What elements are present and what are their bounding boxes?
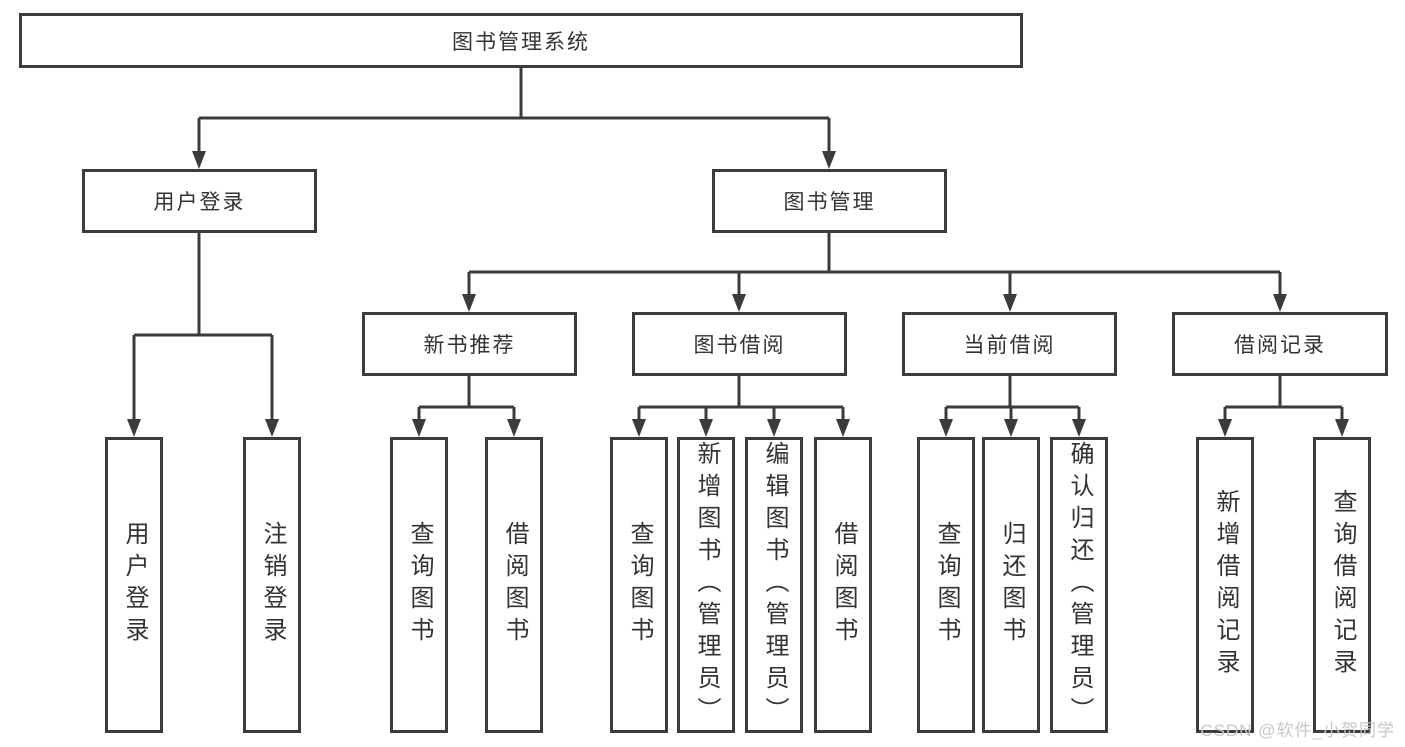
leaf-logout: 注销登录 bbox=[243, 437, 301, 733]
leaf-query-books-current: 查询图书 bbox=[917, 437, 975, 733]
leaf-query-books-borrowing: 查询图书 bbox=[610, 437, 668, 733]
leaf-query-borrow-record: 查询借阅记录 bbox=[1313, 437, 1371, 733]
node-book-borrowing: 图书借阅 bbox=[632, 312, 847, 376]
leaf-query-books-recommend: 查询图书 bbox=[390, 437, 448, 733]
leaf-user-login: 用户登录 bbox=[105, 437, 163, 733]
node-root-system: 图书管理系统 bbox=[19, 13, 1023, 68]
leaf-confirm-return-admin: 确认归还（管理员） bbox=[1050, 437, 1108, 733]
node-new-book-recommendation: 新书推荐 bbox=[362, 312, 577, 376]
node-borrowing-records: 借阅记录 bbox=[1172, 312, 1388, 376]
leaf-borrow-books-recommend: 借阅图书 bbox=[485, 437, 543, 733]
node-current-borrowing: 当前借阅 bbox=[902, 312, 1117, 376]
leaf-add-books-admin: 新增图书（管理员） bbox=[677, 437, 735, 733]
csdn-watermark: CSDN @软件_小贺同学 bbox=[1200, 721, 1395, 740]
leaf-return-books: 归还图书 bbox=[982, 437, 1040, 733]
leaf-borrow-books: 借阅图书 bbox=[814, 437, 872, 733]
arrowheads bbox=[127, 151, 1349, 437]
leaf-add-borrow-record: 新增借阅记录 bbox=[1196, 437, 1254, 733]
node-user-login: 用户登录 bbox=[82, 169, 317, 233]
node-book-management: 图书管理 bbox=[712, 169, 947, 233]
leaf-edit-books-admin: 编辑图书（管理员） bbox=[745, 437, 803, 733]
